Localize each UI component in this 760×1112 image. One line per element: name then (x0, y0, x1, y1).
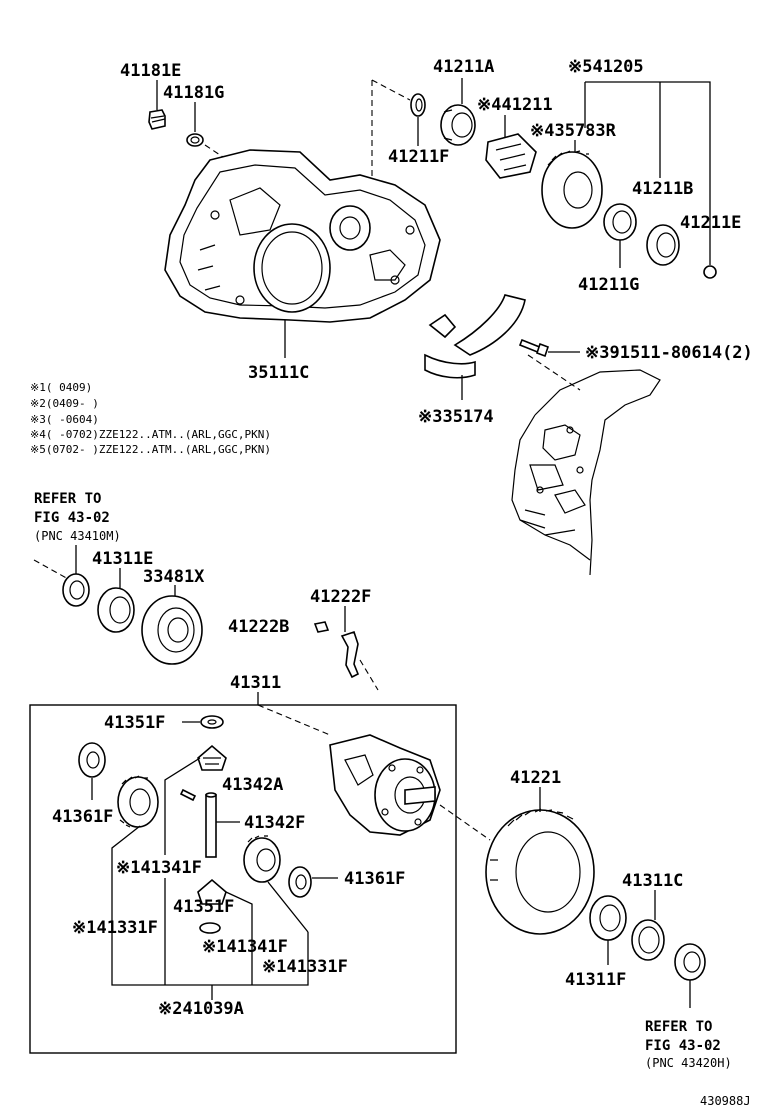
label-41341F-b[interactable]: ※141341F (202, 937, 288, 957)
label-41181E[interactable]: 41181E (120, 61, 181, 81)
bearing-41211A-drawing (440, 104, 476, 146)
side-gear-left-drawing (117, 775, 159, 828)
label-41311E[interactable]: 41311E (92, 549, 153, 569)
bolt-41222B-drawing (313, 621, 330, 633)
note-3: ※3( -0604) (30, 413, 99, 426)
seal-41211F-drawing (410, 93, 426, 117)
side-gear-right-drawing (243, 835, 281, 883)
label-41205[interactable]: ※541205 (568, 57, 644, 77)
refer-left-line3[interactable]: (PNC 43410M) (34, 529, 121, 543)
housing-35111C-drawing (164, 149, 441, 323)
label-41311[interactable]: 41311 (230, 673, 281, 693)
label-41341F-a[interactable]: ※141341F (116, 858, 202, 878)
label-35111C[interactable]: 35111C (248, 363, 309, 383)
washer-41351F-bottom-drawing (199, 922, 221, 934)
label-41361F-right[interactable]: 41361F (344, 869, 405, 889)
bracket-41222F-drawing (340, 630, 360, 679)
seal-41311E-left-drawing (62, 573, 90, 607)
label-41311F[interactable]: 41311F (565, 970, 626, 990)
label-35174[interactable]: ※335174 (418, 407, 494, 427)
washer-41181G-drawing (186, 133, 204, 147)
label-41331F-a[interactable]: ※141331F (72, 918, 158, 938)
label-41351F-bottom[interactable]: 41351F (173, 897, 234, 917)
bearing-41311F-drawing (589, 895, 627, 941)
ring-gear-41221-drawing (485, 808, 595, 935)
note-4: ※4( -0702)ZZE122..ATM..(ARL,GGC,PKN) (30, 428, 271, 441)
note-2: ※2(0409- ) (30, 397, 99, 410)
transmission-view-drawing (511, 369, 661, 576)
label-41211E[interactable]: 41211E (680, 213, 741, 233)
race-41311E-drawing (97, 587, 135, 633)
label-41221[interactable]: 41221 (510, 768, 561, 788)
label-41211B[interactable]: 41211B (632, 179, 693, 199)
refer-right-line1[interactable]: REFER TO (645, 1019, 712, 1035)
washer-41351F-top-drawing (200, 715, 224, 729)
differential-case-drawing (329, 734, 441, 836)
label-41181G[interactable]: 41181G (163, 83, 224, 103)
refer-right-line2[interactable]: FIG 43-02 (645, 1038, 721, 1054)
gear-35783R-drawing (541, 150, 603, 229)
differential-kit-box (29, 704, 457, 1054)
label-41311C[interactable]: 41311C (622, 871, 683, 891)
plug-41181E-drawing (148, 109, 166, 130)
pinion-gear-top-drawing (197, 744, 227, 771)
label-41361F-left[interactable]: 41361F (52, 807, 113, 827)
bearing-33481X-drawing (141, 595, 203, 665)
refer-left-line2[interactable]: FIG 43-02 (34, 510, 110, 526)
pinion-gear-bottom-drawing (197, 878, 227, 905)
bearing-41211B-drawing (646, 224, 680, 266)
washer-41361F-left-drawing (78, 742, 106, 778)
refer-right-line3[interactable]: (PNC 43420H) (645, 1056, 732, 1070)
label-41039A[interactable]: ※241039A (158, 999, 244, 1019)
label-41342F[interactable]: 41342F (244, 813, 305, 833)
refer-left-block: REFER TO FIG 43-02 (PNC 43410M) (34, 491, 121, 543)
shaft-41211-drawing (485, 133, 537, 179)
bolt-91511-drawing (518, 338, 550, 358)
refer-right-block: REFER TO FIG 43-02 (PNC 43420H) (645, 1019, 732, 1070)
shim-41311C-drawing (631, 919, 665, 961)
oil-guide-35174-drawing (424, 294, 526, 379)
note-5: ※5(0702- )ZZE122..ATM..(ARL,GGC,PKN) (30, 443, 271, 456)
label-41222B[interactable]: 41222B (228, 617, 289, 637)
footnotes: ※1( 0409) ※2(0409- ) ※3( -0604) ※4( -070… (30, 381, 271, 456)
seal-41211G-drawing (603, 203, 637, 241)
label-41211A[interactable]: 41211A (433, 57, 494, 77)
label-35783R[interactable]: ※435783R (530, 121, 617, 141)
label-41211G[interactable]: 41211G (578, 275, 639, 295)
seal-right-drawing (674, 943, 706, 981)
shaft-41342F-drawing (205, 792, 217, 858)
label-41342A[interactable]: 41342A (222, 775, 283, 795)
label-41222F[interactable]: 41222F (310, 587, 371, 607)
label-41351F-top[interactable]: 41351F (104, 713, 165, 733)
label-41211F-top[interactable]: 41211F (388, 147, 449, 167)
label-91511[interactable]: ※391511-80614(2) (585, 343, 753, 363)
note-1: ※1( 0409) (30, 381, 92, 394)
label-41331F-b[interactable]: ※141331F (262, 957, 348, 977)
label-41211[interactable]: ※441211 (477, 95, 553, 115)
refer-left-line1[interactable]: REFER TO (34, 491, 101, 507)
label-33481X[interactable]: 33481X (143, 567, 205, 587)
washer-41361F-right-drawing (288, 866, 312, 898)
figure-id: 430988J (700, 1094, 751, 1108)
ring-41211E-drawing (703, 265, 717, 279)
pin-41342A-drawing (179, 788, 197, 802)
